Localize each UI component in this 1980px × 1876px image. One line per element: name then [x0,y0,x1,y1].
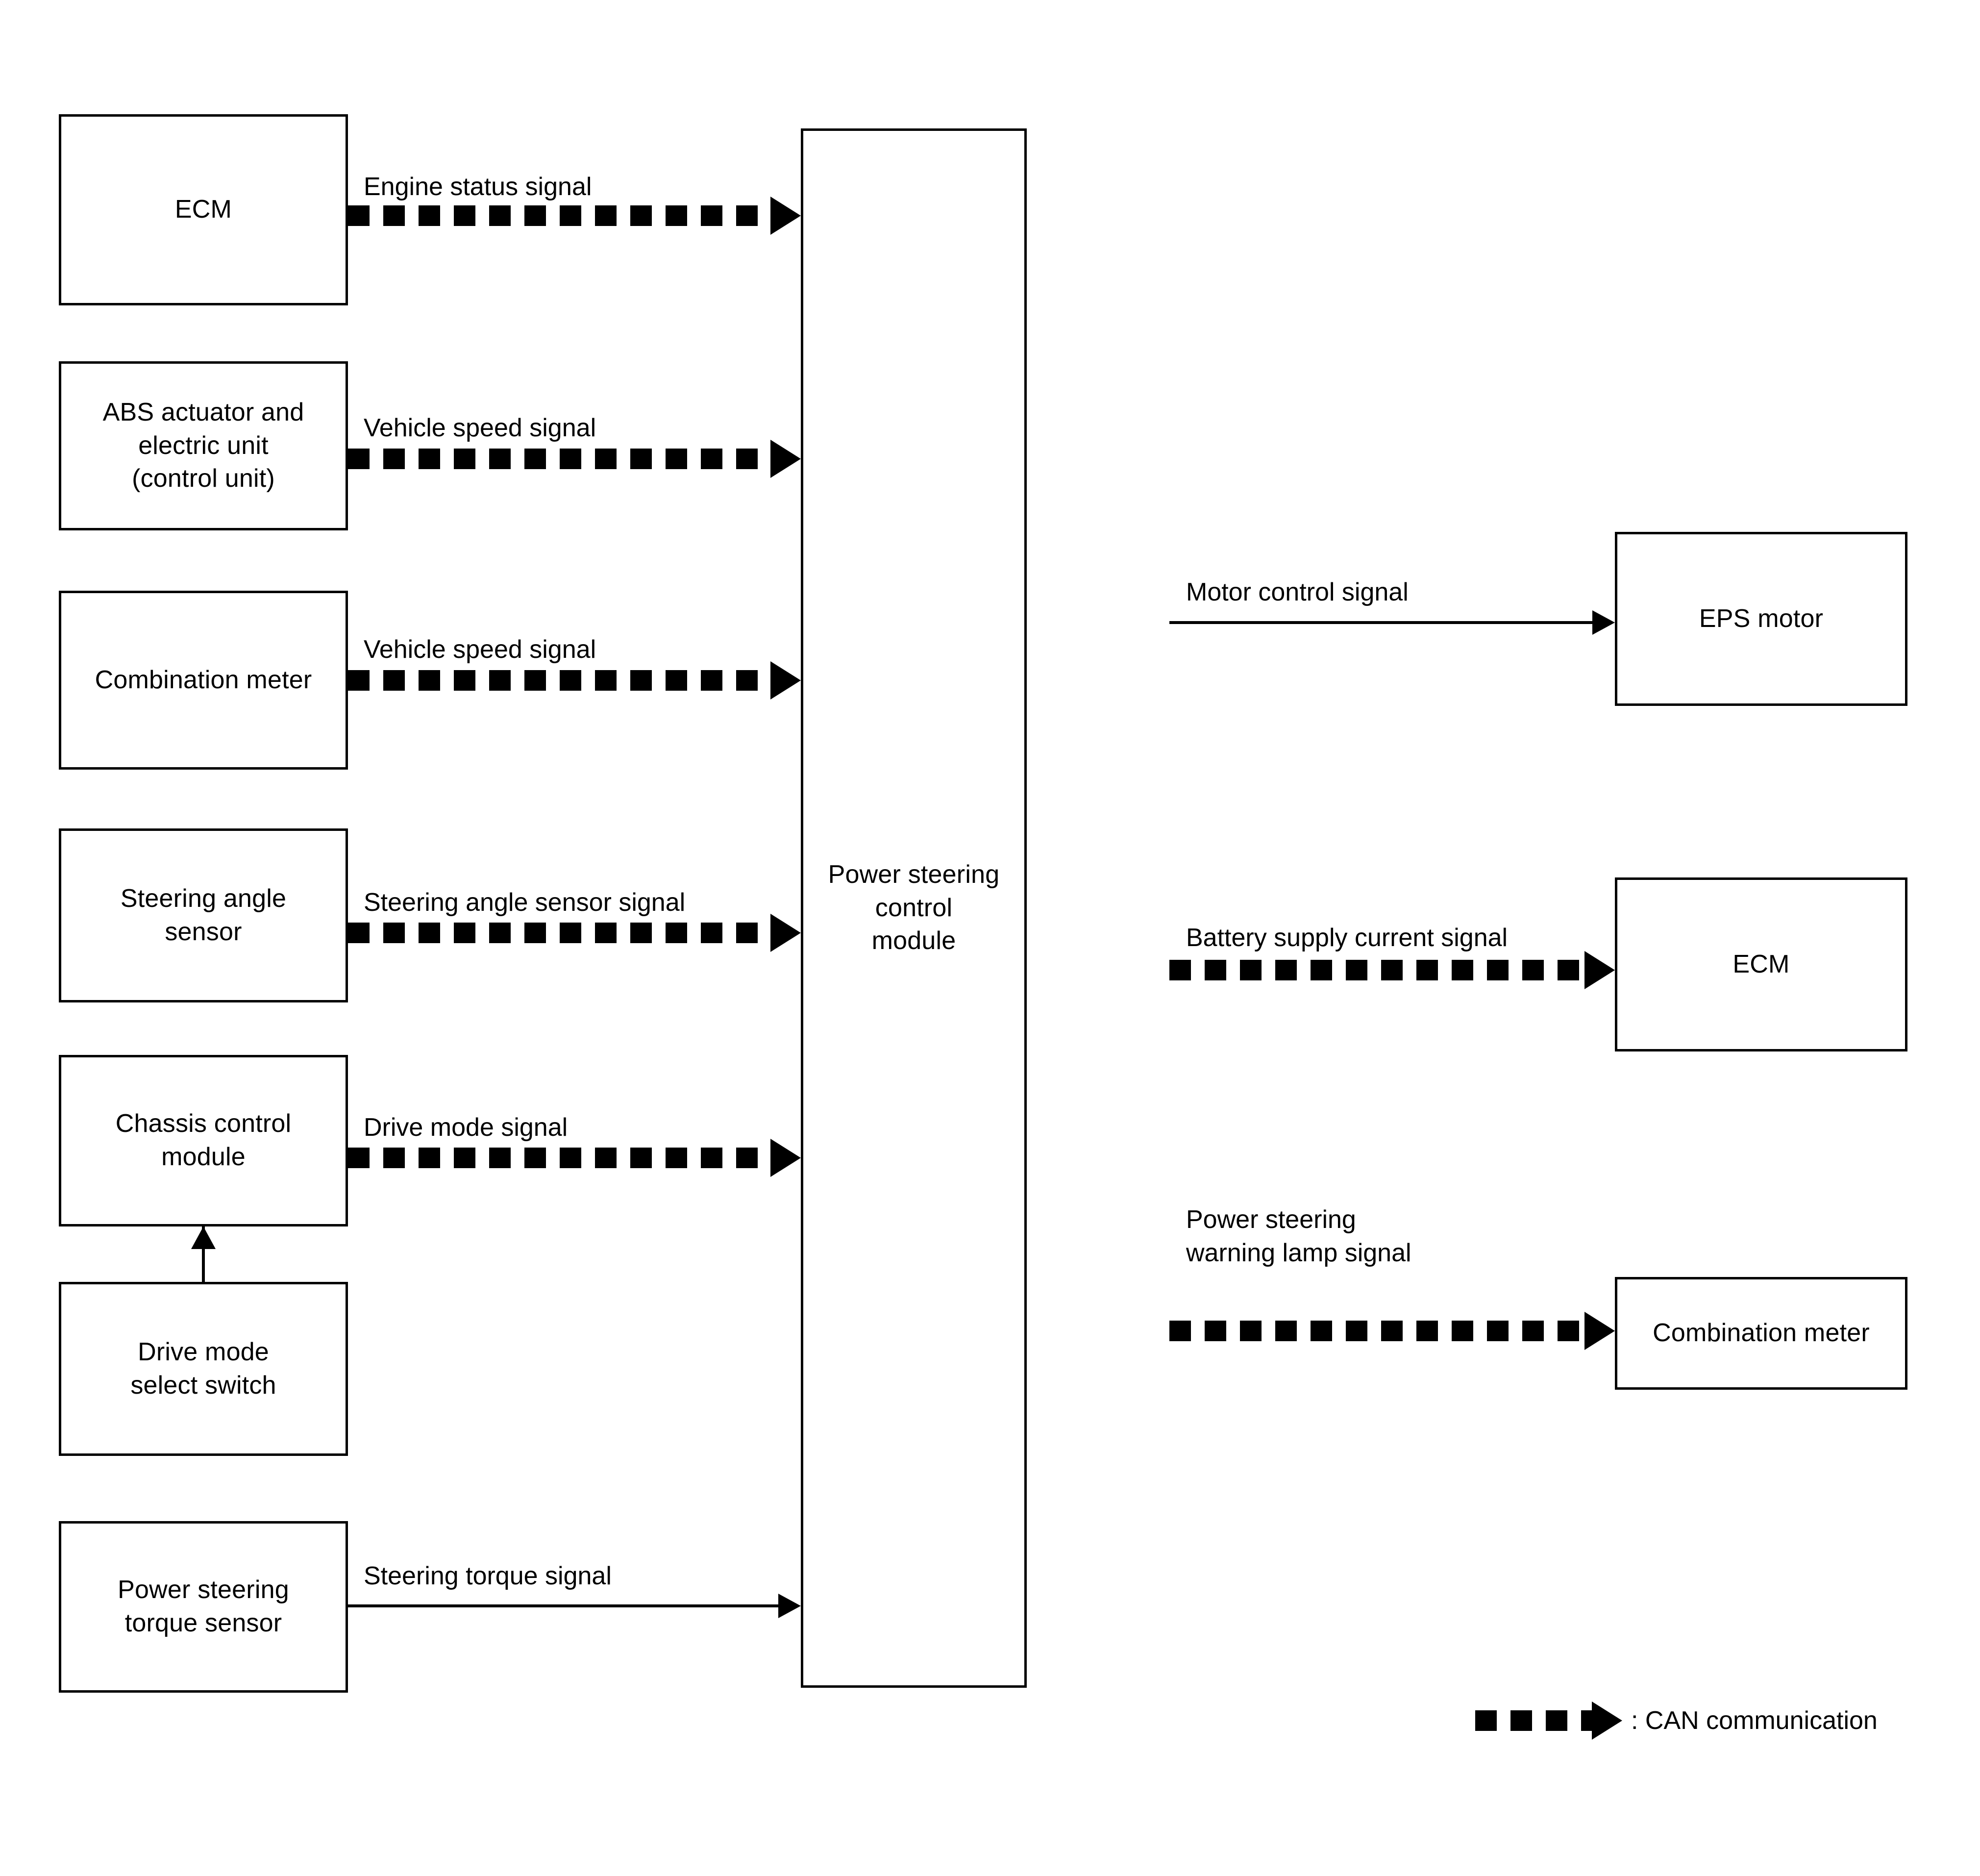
legend: : CAN communication [1475,1701,1878,1740]
edge-label-drive-mode: Drive mode signal [364,1113,568,1142]
node-ecm-right[interactable]: ECM [1615,877,1907,1051]
edge-arrow-steering-angle [348,914,801,952]
can-arrow-shaft [1475,1710,1592,1731]
thin-arrow-shaft [1169,621,1592,624]
node-combination-meter-left[interactable]: Combination meter [59,591,348,770]
node-label: Power steering control module [828,860,1000,955]
node-eps-motor[interactable]: EPS motor [1615,532,1907,706]
edge-label-vehicle-speed-abs: Vehicle speed signal [364,414,596,442]
node-chassis-control-module[interactable]: Chassis control module [59,1055,348,1226]
node-steering-angle-sensor[interactable]: Steering angle sensor [59,828,348,1002]
node-label: EPS motor [1699,604,1824,633]
can-arrow-icon [1475,1701,1622,1740]
legend-label: : CAN communication [1631,1706,1878,1735]
node-power-steering-control-module[interactable]: Power steering control module [801,128,1027,1688]
edge-arrow-motor-control [1169,610,1615,635]
edge-arrow-battery-supply [1169,951,1615,989]
node-label: Chassis control module [115,1109,292,1171]
thin-arrow-head [778,1594,801,1618]
node-abs-actuator-electric-unit[interactable]: ABS actuator and electric unit (control … [59,361,348,530]
node-label: Combination meter [95,665,312,694]
can-arrow-head [1584,1312,1615,1350]
can-arrow-head [770,1139,801,1177]
edge-label-engine-status: Engine status signal [364,173,592,201]
edge-label-motor-control: Motor control signal [1186,578,1409,606]
edge-label-steering-angle: Steering angle sensor signal [364,888,686,917]
edge-label-warning-lamp: Power steering warning lamp signal [1186,1205,1411,1267]
can-arrow-head [1584,951,1615,989]
can-arrow-head [770,661,801,700]
can-arrow-head [770,440,801,478]
edge-arrow-warning-lamp [1169,1312,1615,1350]
edge-label-battery-supply: Battery supply current signal [1186,924,1508,952]
node-combination-meter-right[interactable]: Combination meter [1615,1277,1907,1390]
node-label: Steering angle sensor [120,884,287,946]
can-arrow-shaft [348,670,770,691]
node-ecm-left[interactable]: ECM [59,114,348,305]
node-label: Power steering torque sensor [118,1576,289,1637]
edge-label-vehicle-speed-meter: Vehicle speed signal [364,635,596,664]
can-arrow-shaft [348,205,770,226]
edge-arrow-drive-mode [348,1139,801,1177]
can-arrow-head [1592,1701,1622,1740]
can-arrow-head [770,914,801,952]
node-label: ECM [174,195,232,224]
edge-arrow-engine-status [348,197,801,235]
can-arrow-shaft [348,923,770,943]
edge-label-steering-torque: Steering torque signal [364,1562,612,1590]
edge-arrow-vehicle-speed-abs [348,440,801,478]
node-label: ABS actuator and electric unit (control … [102,398,304,493]
node-power-steering-torque-sensor[interactable]: Power steering torque sensor [59,1521,348,1693]
node-label: Drive mode select switch [130,1337,276,1400]
thin-arrow-shaft [348,1604,778,1607]
thin-arrow-shaft [202,1226,205,1282]
can-arrow-shaft [1169,960,1584,980]
edge-arrow-steering-torque [348,1594,801,1618]
can-arrow-shaft [348,449,770,469]
edge-arrow-vehicle-speed-meter [348,661,801,700]
can-arrow-shaft [1169,1321,1584,1341]
node-label: ECM [1732,950,1790,978]
node-label: Combination meter [1653,1319,1870,1348]
can-arrow-shaft [348,1148,770,1168]
edge-arrow-drive-mode-switch-to-chassis [191,1226,216,1282]
thin-arrow-head [1592,610,1615,635]
node-drive-mode-select-switch[interactable]: Drive mode select switch [59,1282,348,1456]
can-arrow-head [770,197,801,235]
